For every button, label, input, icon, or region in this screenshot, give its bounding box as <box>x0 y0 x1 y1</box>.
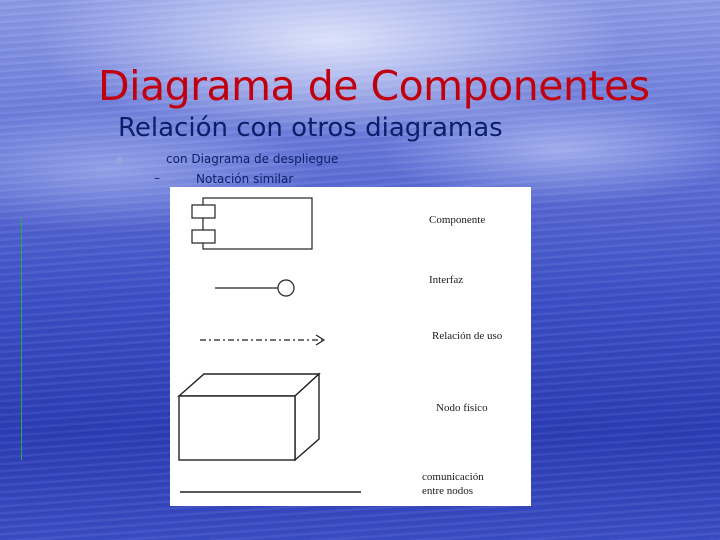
slide-subtitle: Relación con otros diagramas <box>118 113 503 143</box>
label-nodo-fisico: Nodo físico <box>436 402 488 414</box>
component-symbol <box>191 197 313 250</box>
bullet-icon <box>116 157 123 164</box>
notation-legend-panel: Componente Interfaz Relación de uso Nodo… <box>170 187 531 506</box>
notation-diagram <box>177 197 361 493</box>
label-interfaz: Interfaz <box>429 274 464 286</box>
usage-relation-arrow <box>200 334 326 346</box>
slide-title: Diagrama de Componentes <box>98 62 650 110</box>
bullet-text: con Diagrama de despliegue <box>166 152 339 166</box>
sub-bullet-dash: – <box>154 171 160 185</box>
label-comunicacion: comunicación <box>422 471 484 483</box>
physical-node-symbol <box>177 372 321 462</box>
interface-symbol <box>215 279 295 297</box>
sub-bullet-text: Notación similar <box>196 172 294 186</box>
label-componente: Componente <box>429 214 486 226</box>
label-relacion-uso: Relación de uso <box>432 330 503 342</box>
decorative-side-line <box>21 218 22 460</box>
label-entre-nodos: entre nodos <box>422 485 474 497</box>
